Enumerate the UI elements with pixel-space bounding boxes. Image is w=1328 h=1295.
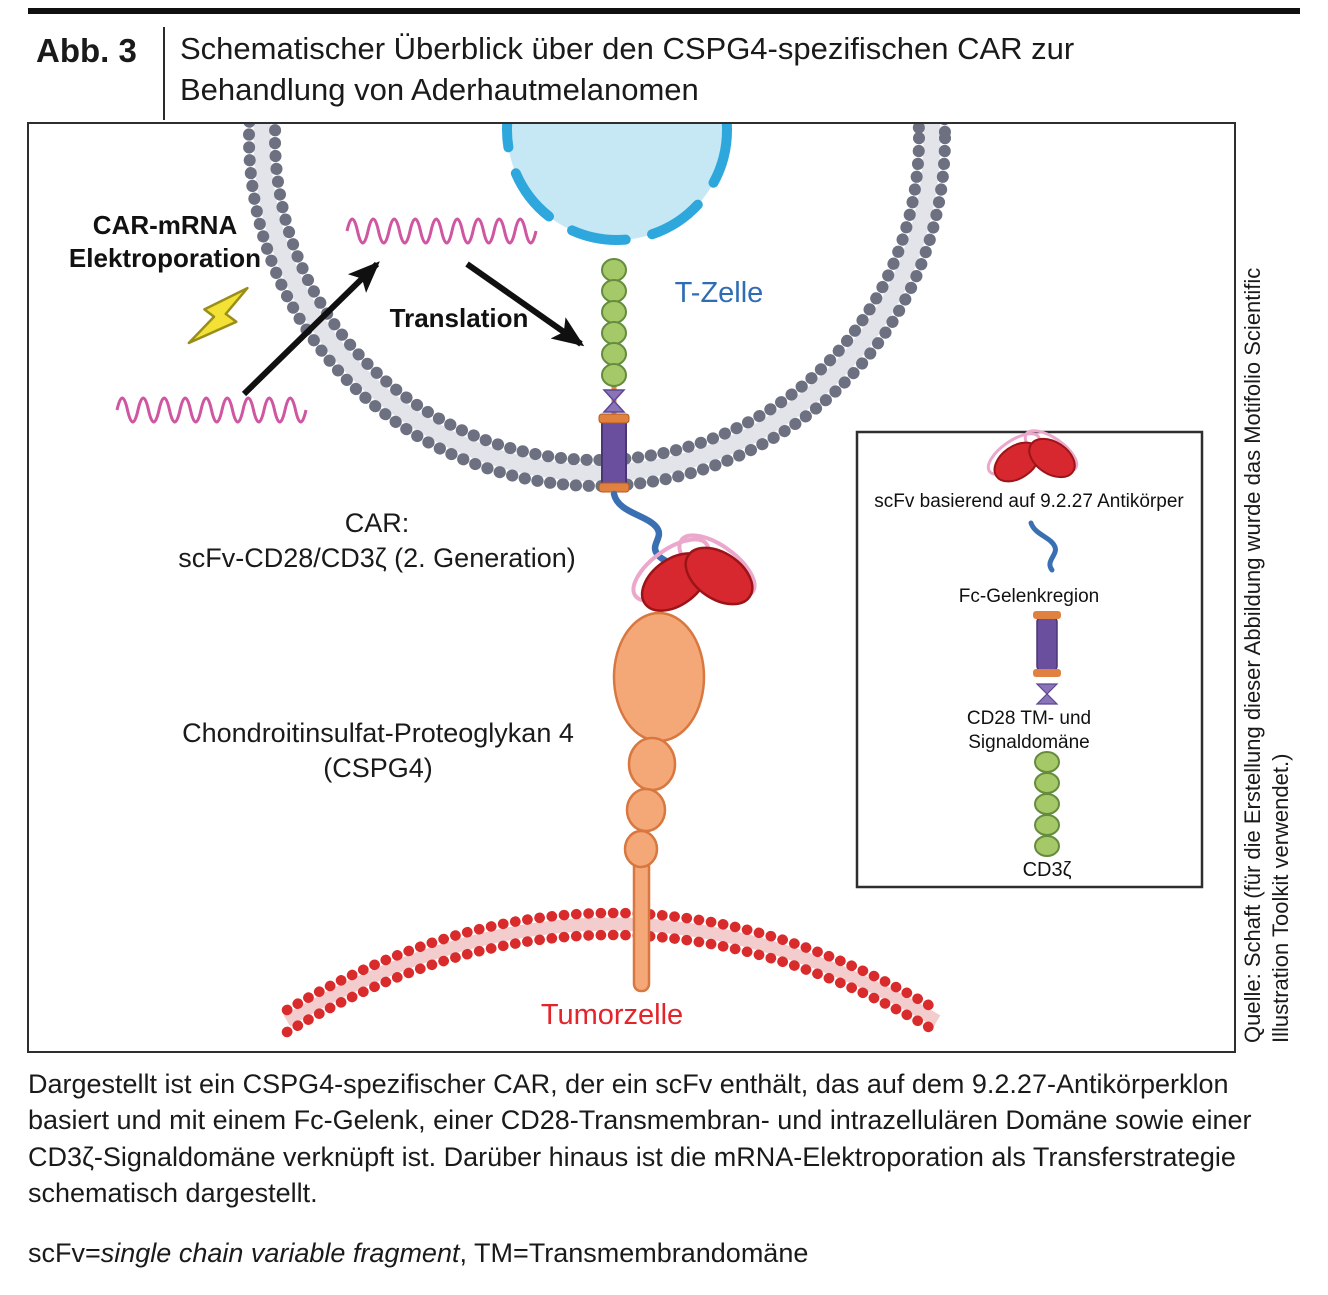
car-structure xyxy=(598,258,757,612)
cspg4-label-line1: Chondroitinsulfat-Proteoglykan 4 xyxy=(182,718,574,748)
legend-cd28-label-line2: Signaldomäne xyxy=(968,732,1089,753)
tumor-label: Tumorzelle xyxy=(541,999,683,1031)
car-label-line1: CAR: xyxy=(345,508,410,538)
cd28-signal-domain-icon xyxy=(602,389,626,413)
tcell-membrane xyxy=(243,124,951,492)
tcell-label: T-Zelle xyxy=(675,277,764,309)
source-note: Quelle: Schaft (für die Erstellung diese… xyxy=(1239,233,1295,1043)
cd3zeta-beads-icon xyxy=(601,258,627,387)
cspg4-label-line2: (CSPG4) xyxy=(323,753,433,783)
cspg4-protein xyxy=(612,611,706,993)
source-note-line2: Illustration Toolkit verwendet.) xyxy=(1268,753,1293,1043)
figure-title: Schematischer Überblick über den CSPG4-s… xyxy=(180,31,1075,108)
source-note-line1: Quelle: Schaft (für die Erstellung diese… xyxy=(1240,267,1265,1043)
legend-box: scFv basierend auf 9.2.27 Antikörper Fc-… xyxy=(855,429,1204,889)
translation-label: Translation xyxy=(390,303,529,333)
tumor-membrane xyxy=(281,907,943,1038)
top-rule xyxy=(28,8,1300,14)
footnote: scFv=single chain variable fragment, TM=… xyxy=(28,1238,1253,1269)
figure-number-label: Abb. 3 xyxy=(36,32,137,69)
legend-scfv-label: scFv basierend auf 9.2.27 Antikörper xyxy=(874,491,1184,512)
mrna-strand-outside xyxy=(115,396,308,424)
caption-text: Dargestellt ist ein CSPG4-spezifischer C… xyxy=(28,1069,1252,1209)
scfv-domains-icon xyxy=(631,533,757,612)
legend-cd28-label-line1: CD28 TM- und xyxy=(967,708,1091,729)
electroporation-label-line1: CAR-mRNA xyxy=(93,210,238,240)
translation-arrow xyxy=(465,261,585,347)
cd28-tm-rod-icon xyxy=(598,413,630,493)
legend-cd3zeta-label: CD3ζ xyxy=(1023,859,1072,881)
legend-cd3zeta-icon xyxy=(1034,751,1060,857)
header-divider xyxy=(163,27,165,120)
mrna-strand-inside xyxy=(345,217,538,245)
tcell-nucleus-icon xyxy=(502,124,732,245)
legend-fc-icon xyxy=(1028,520,1058,573)
footnote-italic: single chain variable fragment xyxy=(100,1238,460,1268)
electroporation-arrow xyxy=(241,261,380,397)
footnote-suffix: , TM=Transmembrandomäne xyxy=(459,1238,809,1268)
legend-scfv-icon xyxy=(986,429,1079,483)
figure-panel: CAR-mRNA Elektroporation Translation T-Z… xyxy=(27,122,1236,1053)
car-label-line2: scFv-CD28/CD3ζ (2. Generation) xyxy=(178,543,576,573)
electroporation-label-line2: Elektroporation xyxy=(69,243,261,273)
legend-cd28-icon xyxy=(1033,611,1061,705)
fc-hinge-icon xyxy=(610,490,674,567)
footnote-prefix: scFv= xyxy=(28,1238,101,1268)
lightning-bolt-icon xyxy=(187,286,249,345)
legend-fc-label: Fc-Gelenkregion xyxy=(959,586,1099,607)
diagram-canvas: CAR-mRNA Elektroporation Translation T-Z… xyxy=(69,124,1204,1038)
